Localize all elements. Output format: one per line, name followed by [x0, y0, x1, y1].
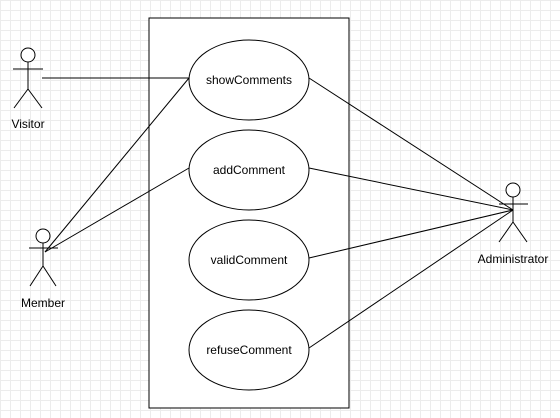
actor-administrator-label: Administrator [478, 252, 549, 266]
use-case-refusecomment-ellipse[interactable] [188, 309, 310, 391]
use-case-refusecomment[interactable]: refuseComment [188, 309, 310, 391]
actor-member-figure-icon [29, 228, 58, 287]
actor-visitor-figure-icon [13, 47, 43, 109]
actor-administrator-figure-icon [498, 182, 528, 243]
use-case-validcomment-ellipse[interactable] [188, 219, 310, 301]
use-case-addcomment-ellipse[interactable] [188, 129, 310, 211]
use-case-validcomment-label: validComment [211, 253, 288, 267]
actor-visitor-label: Visitor [11, 117, 44, 131]
use-case-validcomment[interactable]: validComment [188, 219, 310, 301]
use-case-showcomments-ellipse[interactable] [188, 39, 310, 121]
association-administrator-showcomments[interactable] [308, 77, 514, 211]
use-case-addcomment[interactable]: addComment [188, 129, 310, 211]
actor-member-label: Member [21, 296, 65, 310]
use-case-addcomment-label: addComment [213, 163, 286, 177]
association-administrator-addcomment[interactable] [308, 167, 514, 211]
association-administrator-refusecomment[interactable] [308, 209, 514, 349]
association-member-showcomments[interactable] [44, 77, 190, 253]
actor-administrator[interactable]: Administrator [478, 182, 549, 266]
use-case-showcomments[interactable]: showComments [188, 39, 310, 121]
actor-member[interactable]: Member [21, 228, 65, 310]
associations [42, 77, 514, 349]
association-member-addcomment[interactable] [44, 167, 190, 253]
use-case-showcomments-label: showComments [206, 73, 292, 87]
actor-visitor[interactable]: Visitor [11, 47, 45, 131]
association-administrator-validcomment[interactable] [308, 209, 514, 259]
use-case-refusecomment-label: refuseComment [206, 343, 292, 357]
